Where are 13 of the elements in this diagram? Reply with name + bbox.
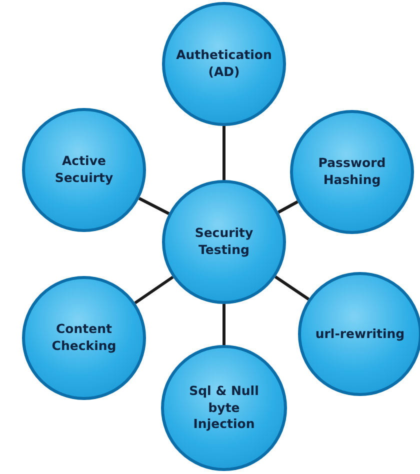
connector-line bbox=[222, 304, 226, 345]
circle-label: url-rewriting bbox=[314, 326, 406, 342]
circle-label: Password Hashing bbox=[317, 155, 387, 189]
connector-line bbox=[134, 276, 174, 304]
circle-label: Security Testing bbox=[194, 225, 254, 259]
circle-label: Sql & Null byte Injection bbox=[188, 382, 260, 434]
connector-line bbox=[274, 276, 310, 300]
connector-line bbox=[138, 197, 170, 215]
connector-line bbox=[222, 126, 226, 180]
circle-label: Content Checking bbox=[50, 321, 118, 355]
connector-line bbox=[278, 200, 298, 214]
circle-label: Authetication (AD) bbox=[176, 47, 272, 81]
circle-label: Active Secuirty bbox=[54, 153, 114, 187]
